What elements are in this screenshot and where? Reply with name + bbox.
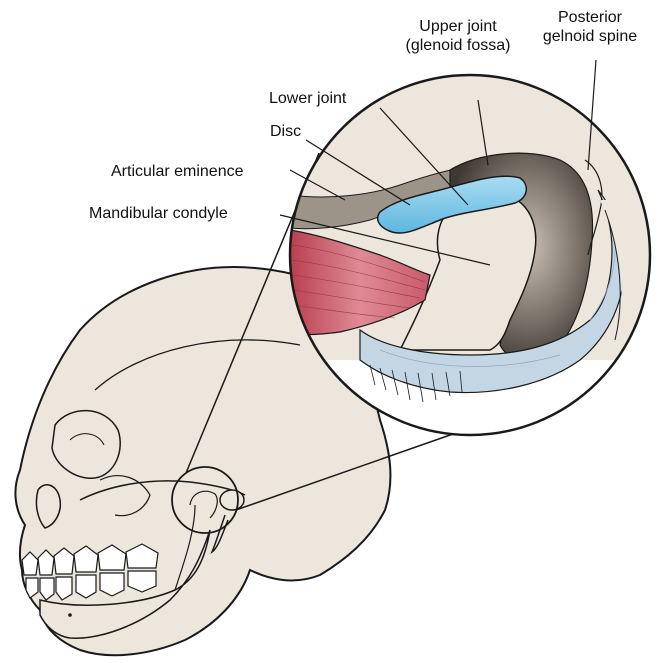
label-posterior-spine-line1: Posterior <box>543 8 637 27</box>
label-posterior-spine: Posterior gelnoid spine <box>543 8 637 46</box>
ear-canal <box>220 490 244 510</box>
label-upper-joint-line1: Upper joint <box>406 17 511 36</box>
label-lower-joint: Lower joint <box>269 89 346 108</box>
label-disc: Disc <box>270 122 301 141</box>
label-mandibular-condyle: Mandibular condyle <box>89 204 228 223</box>
label-posterior-spine-line2: gelnoid spine <box>543 27 637 46</box>
label-upper-joint-line2: (glenoid fossa) <box>406 36 511 55</box>
label-upper-joint: Upper joint (glenoid fossa) <box>406 17 511 55</box>
label-articular-eminence: Articular eminence <box>111 162 244 181</box>
mental-foramen <box>68 613 72 617</box>
